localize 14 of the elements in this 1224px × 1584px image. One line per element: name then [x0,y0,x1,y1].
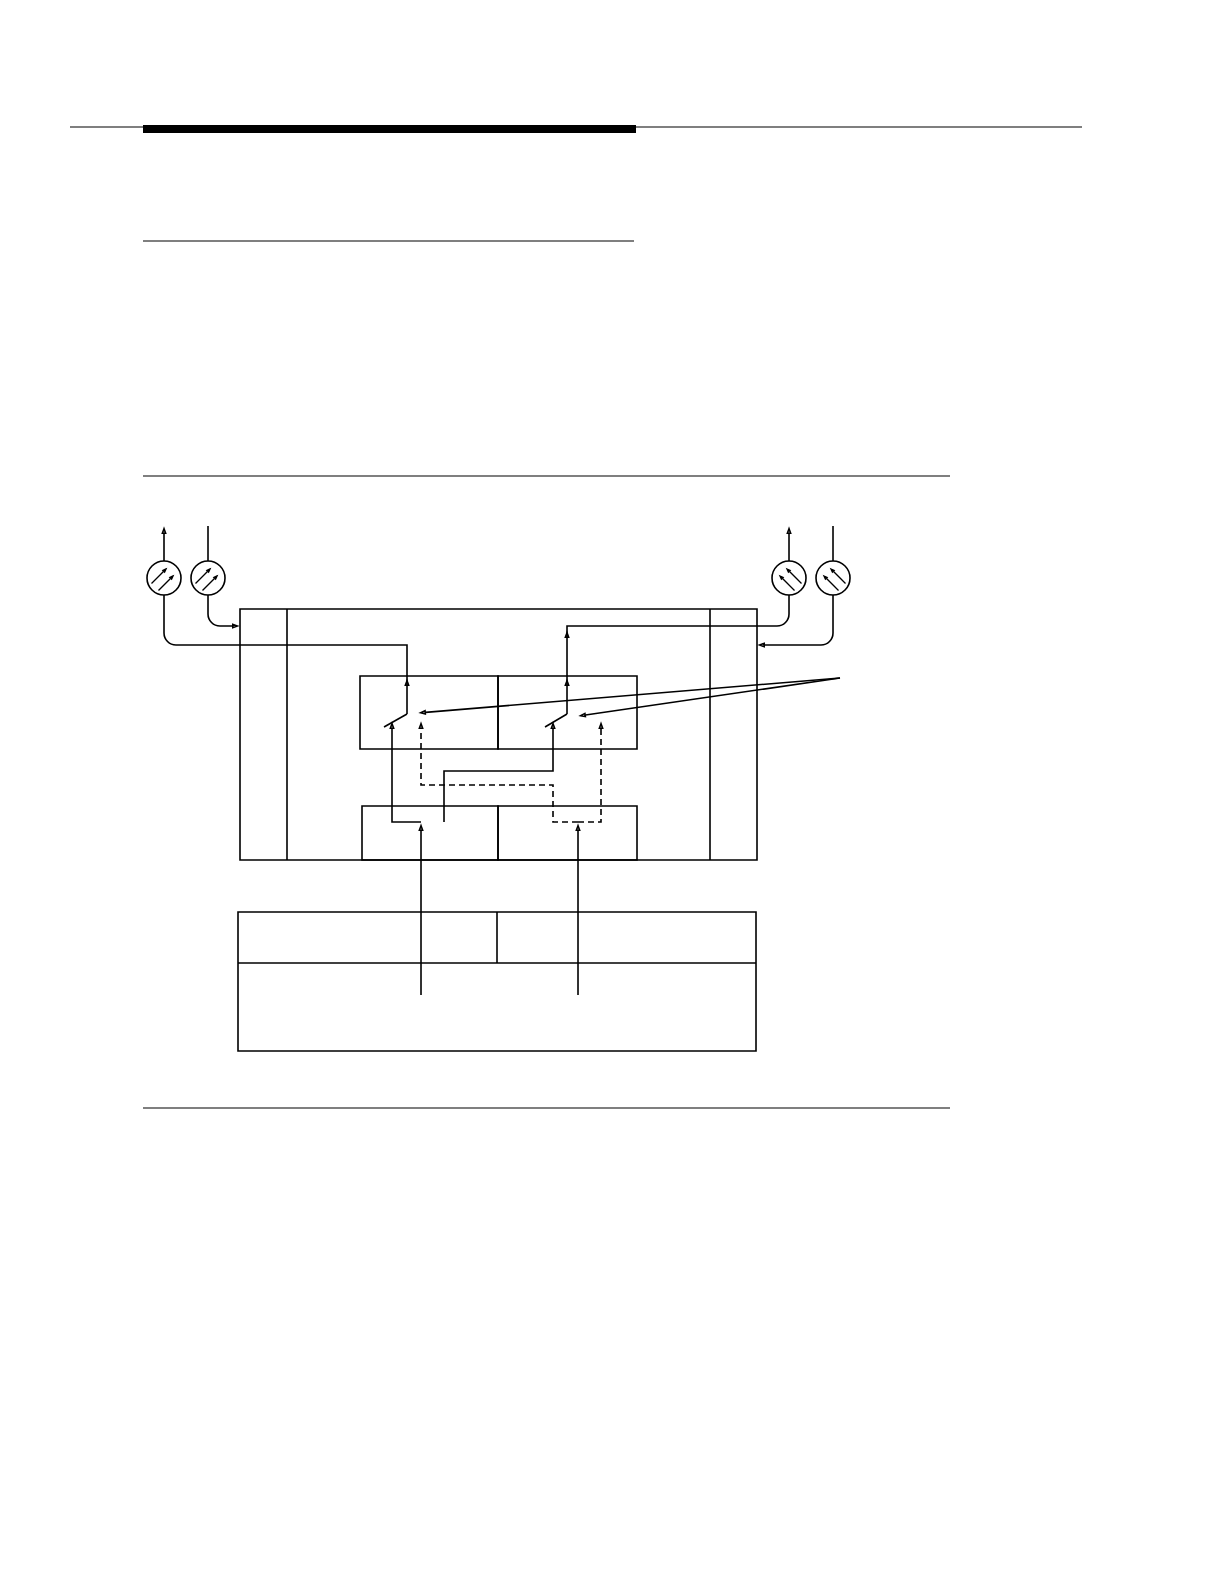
block-box [497,675,638,750]
block-box [239,608,758,861]
laser-symbol [815,560,851,596]
laser-symbol [190,560,226,596]
line [207,525,209,562]
line [832,525,834,562]
block-box [359,675,499,750]
block-box [497,805,638,861]
arrow [564,594,790,715]
laser-symbol [146,560,182,596]
block-box [237,911,757,1052]
laser-symbol [771,560,807,596]
arrow [163,594,410,715]
block-box [361,805,499,861]
